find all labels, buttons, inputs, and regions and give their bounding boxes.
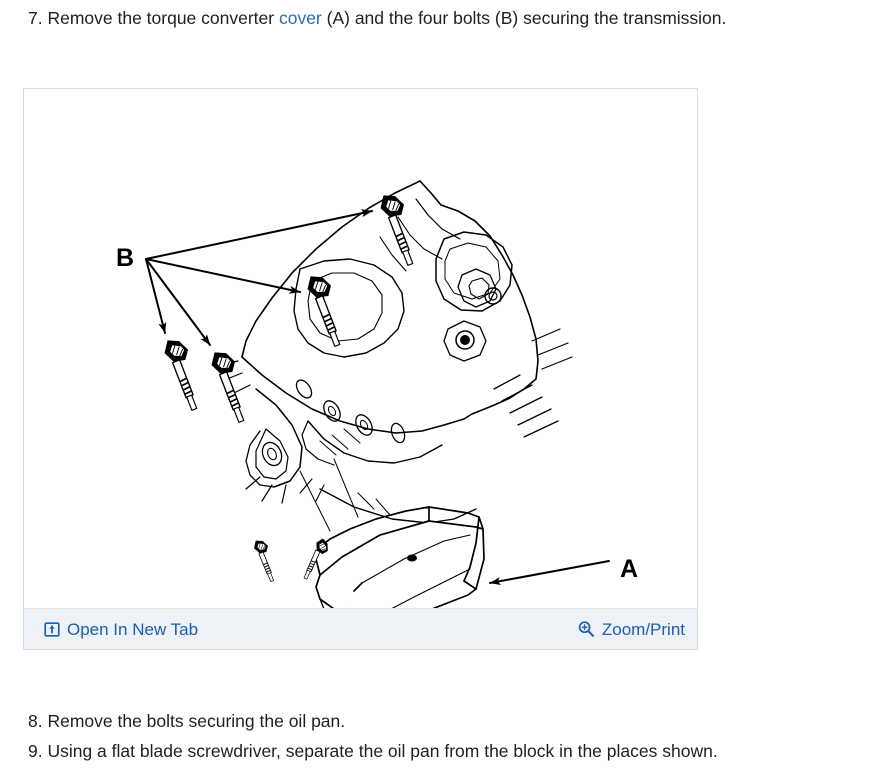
figure-container: B A Open In New Tab Zoom xyxy=(23,88,698,650)
instruction-step-9: 9. Using a flat blade screwdriver, separ… xyxy=(28,741,718,761)
transmission-bolt-2 xyxy=(285,271,366,349)
zoom-print-label: Zoom/Print xyxy=(601,619,685,639)
oil-pan-bolt-small-1 xyxy=(241,537,289,584)
step-7-suffix: (A) and the four bolts (B) securing the … xyxy=(321,8,727,28)
zoom-print-button[interactable]: Zoom/Print xyxy=(577,620,685,638)
transmission-bolt-4 xyxy=(189,347,270,425)
step-7-prefix: 7. Remove the torque converter xyxy=(28,8,279,28)
instruction-step-8: 8. Remove the bolts securing the oil pan… xyxy=(28,711,346,731)
figure-image[interactable]: B A xyxy=(24,89,697,608)
callout-label-b: B xyxy=(116,244,134,272)
leader-lines xyxy=(145,209,610,586)
transmission-line-drawing: B A xyxy=(116,180,638,608)
torque-converter-cover xyxy=(315,506,485,608)
figure-toolbar: Open In New Tab Zoom/Print xyxy=(24,608,697,649)
transmission-bolt-1 xyxy=(358,190,439,268)
transmission-body xyxy=(219,180,573,532)
instruction-step-7: 7. Remove the torque converter cover (A)… xyxy=(28,5,726,31)
open-in-new-tab-button[interactable]: Open In New Tab xyxy=(44,621,198,638)
transmission-bolt-3 xyxy=(142,335,223,413)
magnifier-plus-icon xyxy=(577,620,595,638)
open-in-new-tab-icon xyxy=(44,621,60,637)
instruction-steps-bottom: 8. Remove the bolts securing the oil pan… xyxy=(28,708,718,764)
torque-converter-cover-link[interactable]: cover xyxy=(278,8,322,28)
callout-label-a: A xyxy=(620,555,638,583)
open-in-new-tab-label: Open In New Tab xyxy=(67,619,199,639)
